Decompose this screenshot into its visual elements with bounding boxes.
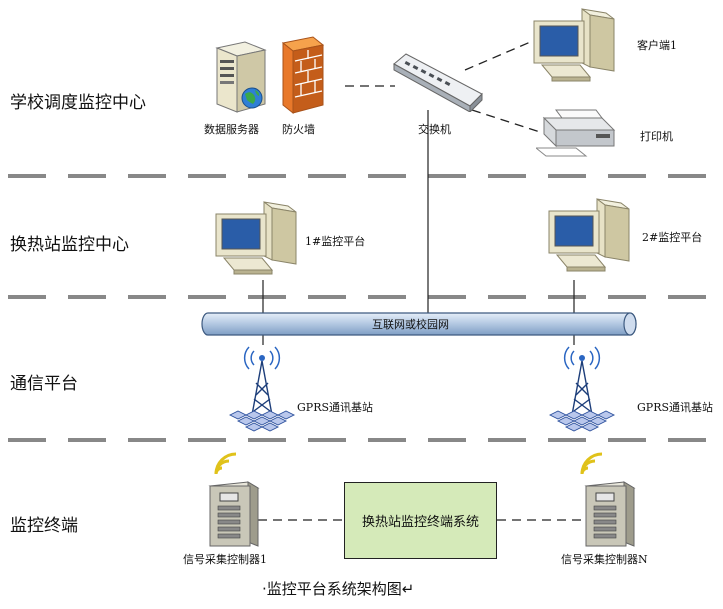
tier-label-dispatch: 学校调度监控中心: [10, 93, 146, 113]
switch-client-link: [464, 39, 536, 71]
switch-icon: [393, 53, 483, 112]
network-pipe: [201, 312, 637, 336]
printer-label: 打印机: [640, 130, 673, 143]
tier-label-comms: 通信平台: [10, 374, 78, 394]
server-icon: [215, 41, 267, 113]
gprs1-label: GPRS通讯基站: [297, 401, 374, 414]
switch-printer-link: [471, 109, 541, 133]
controller1-label: 信号采集控制器1: [183, 553, 267, 566]
firewall-icon: [281, 36, 325, 115]
gprs-tower-2-icon: [548, 346, 616, 432]
switch-label: 交换机: [418, 123, 451, 136]
client-label: 客户端1: [637, 39, 677, 52]
network-label: 互联网或校园网: [372, 318, 449, 331]
gprs-tower-1-icon: [228, 346, 296, 432]
gprs2-label: GPRS通讯基站: [637, 401, 714, 414]
controller-n-icon: [584, 481, 636, 547]
controller-1-icon: [208, 481, 260, 547]
terminal-system-box: 换热站监控终端系统: [344, 482, 497, 559]
tier-label-terminal: 监控终端: [10, 516, 78, 536]
firewall-label: 防火墙: [282, 123, 315, 136]
data-server-label: 数据服务器: [204, 123, 259, 136]
platform2-pc-icon: [548, 198, 630, 272]
client-pc-icon: [533, 8, 615, 82]
tier-label-station: 换热站监控中心: [10, 235, 129, 255]
controllerN-label: 信号采集控制器N: [561, 553, 648, 566]
platform1-label: 1#监控平台: [305, 235, 366, 248]
terminal-system-label: 换热站监控终端系统: [361, 515, 479, 530]
signal-1-icon: [214, 452, 237, 475]
figure-caption: ·监控平台系统架构图↵: [262, 580, 415, 598]
printer-icon: [536, 109, 616, 157]
platform2-label: 2#监控平台: [642, 231, 703, 244]
signal-2-icon: [580, 452, 603, 475]
dashed-links: [258, 39, 583, 521]
platform1-pc-icon: [215, 201, 297, 275]
